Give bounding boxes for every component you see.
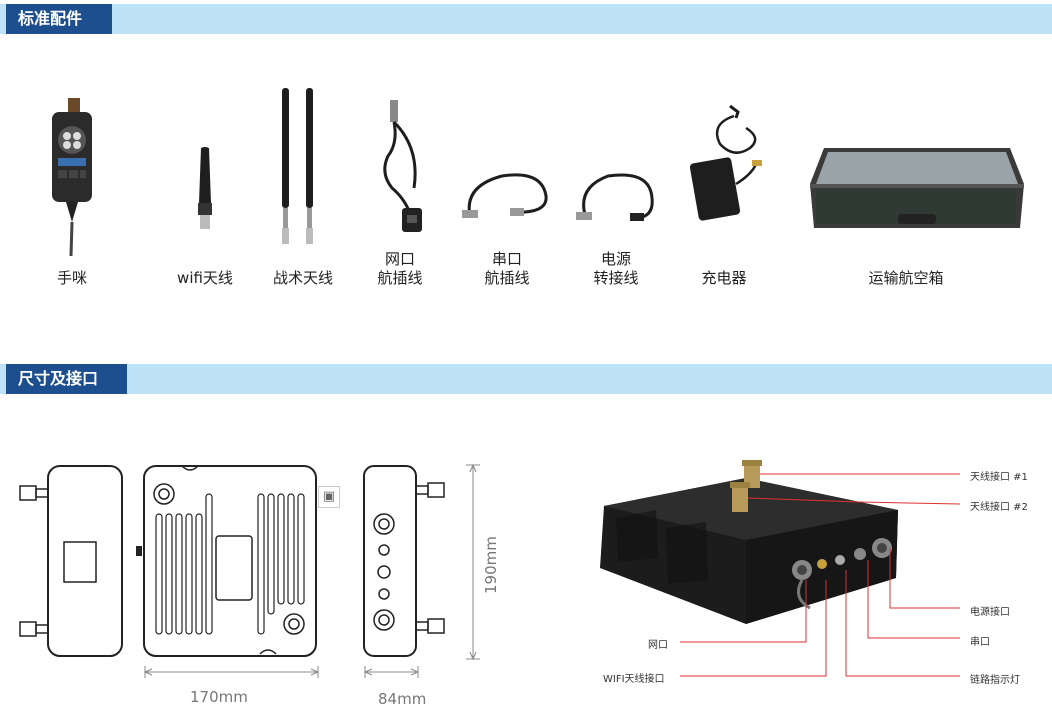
serial-cable-line2: 航插线 <box>484 269 530 287</box>
network-cable-line1: 网口 <box>384 250 415 268</box>
power-cable-line1: 电源 <box>600 250 631 268</box>
callout-network-port: 网口 <box>648 640 668 651</box>
callout-antenna-2: 天线接口 #2 <box>970 502 1028 513</box>
accessory-label-wifi-antenna: wifi天线 <box>177 269 233 287</box>
charger-image <box>689 104 762 221</box>
accessory-label-tactical-antenna: 战术天线 <box>272 269 333 287</box>
accessory-label-serial-cable: 串口 航插线 <box>471 250 543 288</box>
depth-dimension-label: 84mm <box>378 690 427 708</box>
accessory-label-network-cable: 网口 航插线 <box>364 250 436 288</box>
callout-power-port: 电源接口 <box>970 607 1010 618</box>
height-dimension-line <box>466 463 480 661</box>
accessory-label-power-cable: 电源 转接线 <box>580 250 652 288</box>
tactical-antenna-image <box>282 88 313 244</box>
device-photo <box>600 460 898 624</box>
power-cable-image <box>576 173 654 221</box>
wifi-antenna-image <box>198 147 212 229</box>
transport-case-image <box>810 148 1024 228</box>
callout-antenna-1: 天线接口 #1 <box>970 472 1028 483</box>
serial-cable-image <box>462 173 548 218</box>
accessory-label-charger: 充电器 <box>701 269 747 287</box>
callout-serial-port: 串口 <box>970 637 990 648</box>
width-dimension-line <box>143 666 320 678</box>
accessory-label-microphone: 手咪 <box>56 269 87 287</box>
width-dimension-label: 170mm <box>190 688 248 706</box>
device-front-view-drawing <box>136 465 317 657</box>
device-right-view-drawing <box>363 465 445 657</box>
microphone-image <box>52 98 92 257</box>
serial-cable-line1: 串口 <box>491 250 522 268</box>
accessories-section-title: 标准配件 <box>6 4 112 34</box>
network-cable-image <box>383 100 422 232</box>
accessories-section-bar: 标准配件 <box>0 4 1052 34</box>
qr-scan-icon[interactable]: ▣ <box>318 486 340 508</box>
accessory-label-transport-case: 运输航空箱 <box>868 269 944 287</box>
callout-link-light: 链路指示灯 <box>970 675 1020 686</box>
power-cable-line2: 转接线 <box>593 269 639 287</box>
dimensions-section-title: 尺寸及接口 <box>6 364 127 394</box>
network-cable-line2: 航插线 <box>377 269 423 287</box>
dimensions-section-bar: 尺寸及接口 <box>0 364 1052 394</box>
device-left-view-drawing <box>19 465 123 657</box>
depth-dimension-line <box>363 666 420 678</box>
callout-wifi-antenna: WIFI天线接口 <box>603 674 665 685</box>
